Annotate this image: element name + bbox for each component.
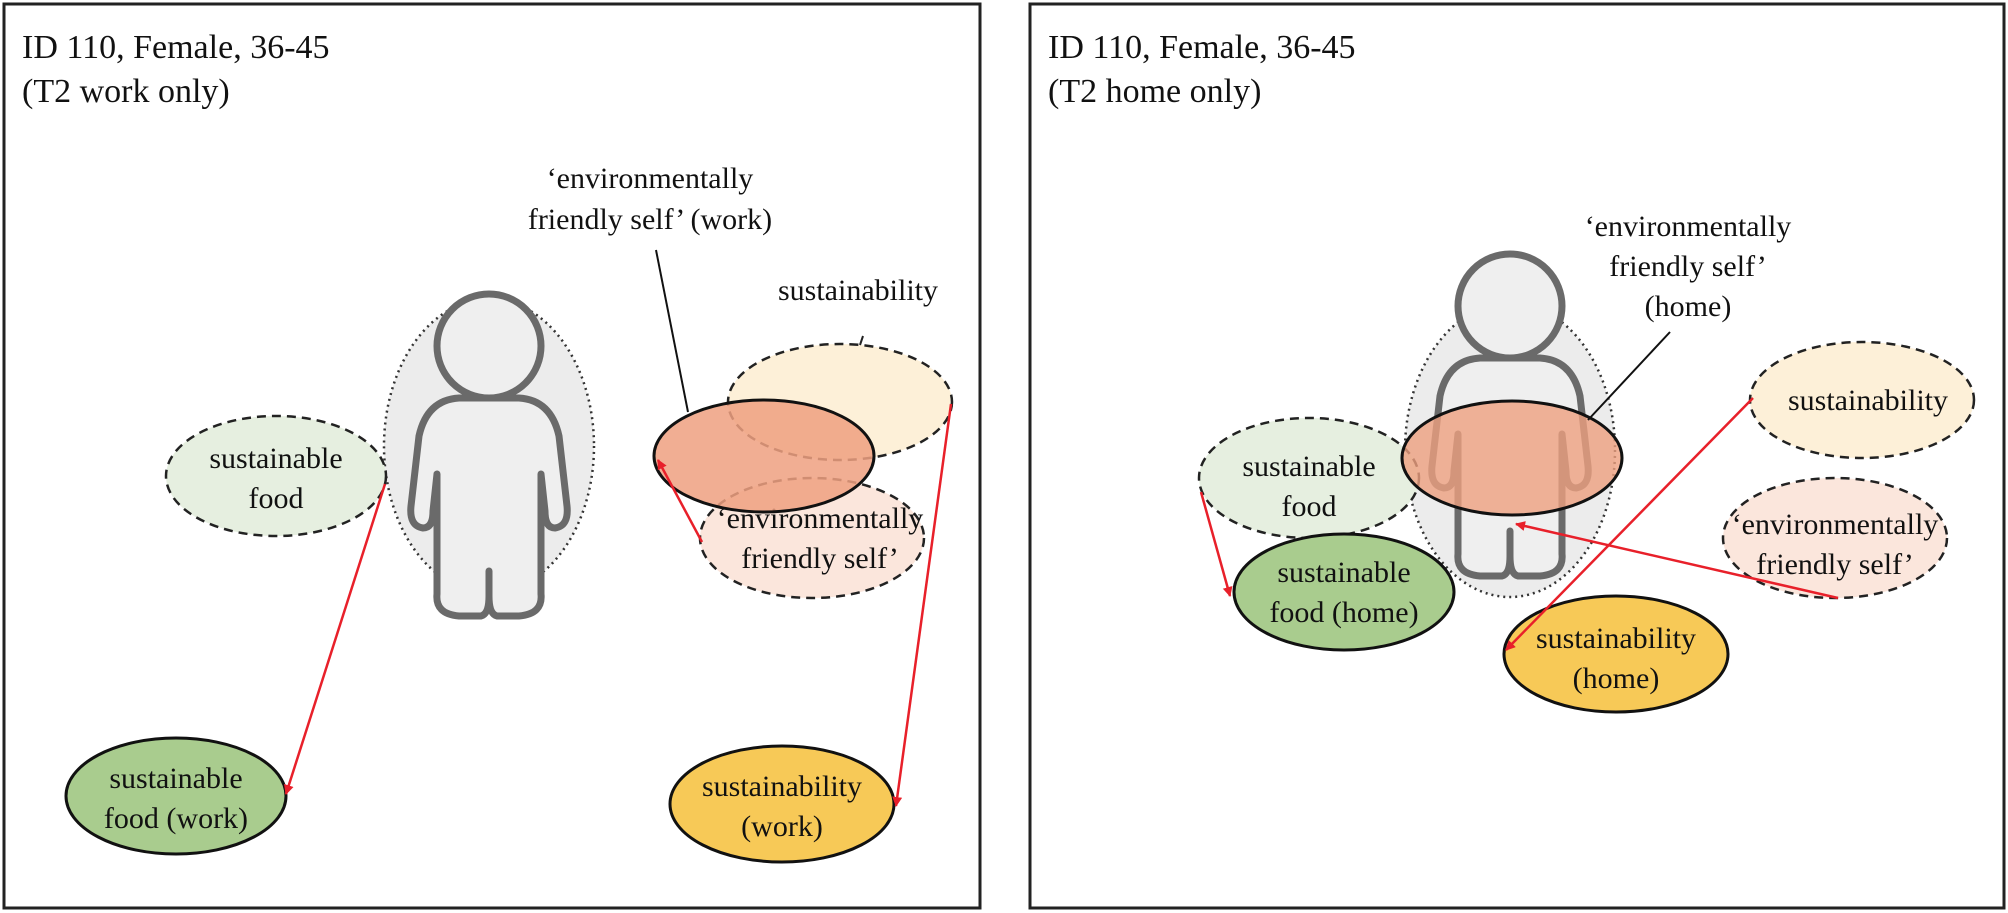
right-env-self-callout-line1: ‘environmentally [1585, 210, 1792, 243]
left-arrow-food-to-food-work [283, 483, 387, 795]
right-title-line1: ID 110, Female, 36-45 [1048, 29, 1356, 66]
right-env-self-line1: ‘environmentally [1732, 508, 1939, 541]
left-title-line2: (T2 work only) [22, 73, 230, 110]
left-sustainability-callout: sustainability [778, 274, 938, 307]
left-sustainable-food [164, 414, 388, 538]
right-arrow-sustainability-to-home [1505, 397, 1754, 651]
right-title-line2: (T2 home only) [1048, 73, 1261, 110]
right-panel: ID 110, Female, 36-45 (T2 home only) sus… [1028, 2, 2006, 910]
right-arrow-food-to-food-home [1199, 491, 1233, 597]
left-sustainable-food-work-line1: sustainable [109, 762, 242, 795]
left-arrow-env-self-to-work [656, 459, 704, 543]
right-sustainable-food-line2: food [1282, 490, 1337, 523]
left-env-self-work [652, 398, 876, 514]
left-sustainability-work-line2: (work) [741, 810, 823, 843]
left-arrow-sustainability-to-work [892, 403, 953, 807]
left-sustainable-food-line1: sustainable [209, 442, 342, 475]
right-env-self-callout-leader [1587, 331, 1671, 421]
left-env-self-callout-leader [655, 249, 689, 413]
right-sustainable-food-home-line2: food (home) [1269, 596, 1418, 629]
left-env-self-callout-line2: friendly self’ (work) [528, 203, 772, 236]
right-sustainability-home-line2: (home) [1573, 662, 1660, 695]
right-sustainable-food-line1: sustainable [1242, 450, 1375, 483]
left-sustainable-food-line2: food [249, 482, 304, 515]
left-sustainability-work [668, 744, 896, 864]
right-env-self-line2: friendly self’ [1756, 548, 1913, 581]
right-sustainable-food-home-line1: sustainable [1277, 556, 1410, 589]
right-env-self-home [1400, 399, 1624, 517]
left-env-self-line2: friendly self’ [741, 542, 898, 575]
right-arrow-env-self-to-home [1515, 521, 1839, 600]
left-title-line1: ID 110, Female, 36-45 [22, 29, 330, 66]
person-icon [411, 294, 568, 616]
right-sustainability-home [1502, 594, 1730, 714]
left-sustainable-food-work [64, 736, 288, 856]
left-sustainable-food-work-line2: food (work) [104, 802, 248, 835]
right-sustainability-label: sustainability [1788, 384, 1948, 417]
left-sustainability-leader [859, 335, 864, 346]
right-sustainability-home-line1: sustainability [1536, 622, 1696, 655]
right-sustainable-food-home [1232, 532, 1456, 652]
left-env-self-callout-line1: ‘environmentally [547, 162, 754, 195]
right-env-self-callout-line3: (home) [1645, 290, 1732, 323]
left-panel: ID 110, Female, 36-45 (T2 work only) sus… [2, 2, 982, 910]
right-env-self-callout-line2: friendly self’ [1609, 250, 1766, 283]
left-sustainability-work-line1: sustainability [702, 770, 862, 803]
